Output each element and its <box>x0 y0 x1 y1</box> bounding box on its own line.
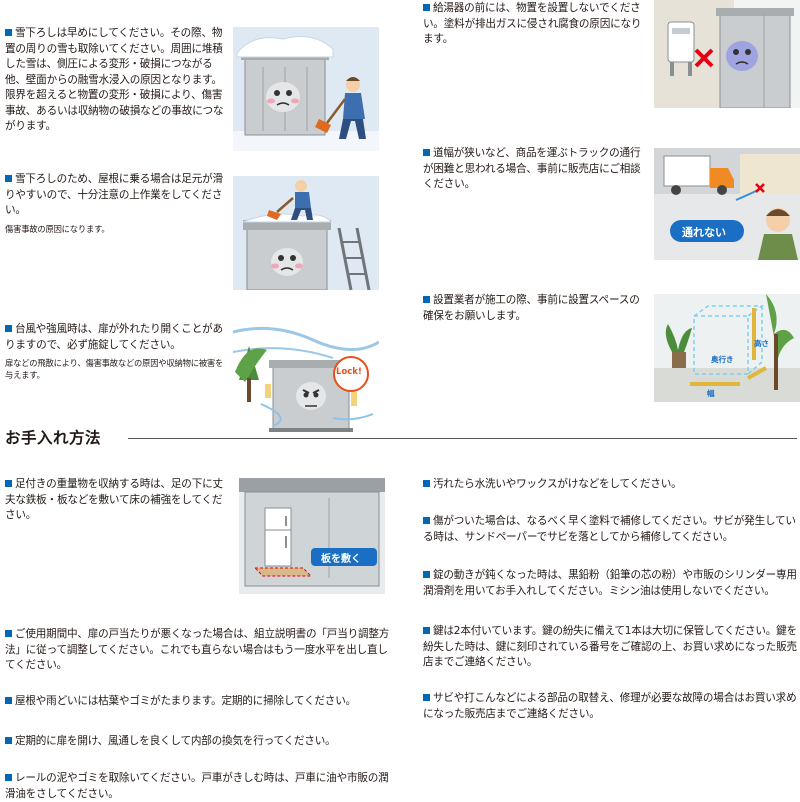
lock-label: Lock! <box>336 367 362 377</box>
bullet-icon <box>423 4 430 11</box>
bullet-icon <box>423 627 430 634</box>
care-text: 足付きの重量物を収納する時は、足の下に丈夫な鉄板・板などを敷いて床の補強をしてく… <box>5 478 223 521</box>
no-pass-label: 通れない <box>682 226 726 239</box>
floor-board-illustration: 板を敷く <box>239 478 385 594</box>
caution-text: 給湯器の前には、物置を設置しないでください。塗料が排出ガスに侵され腐食の原因にな… <box>423 2 642 45</box>
snow-removal-illustration <box>233 27 379 151</box>
caution-item-typhoon: 台風や強風時は、扉が外れたり開くことがありますので、必ず施錠してください。 扉な… <box>5 322 227 381</box>
caution-item-snow-removal: 雪下ろしは早めにしてください。その際、物置の周りの雪も取除いてください。周囲に堆… <box>5 26 227 135</box>
caution-text: 雪下ろしのため、屋根に乗る場合は足元が滑りやすいので、十分注意の上作業をしてくだ… <box>5 173 223 216</box>
height-label: 高さ <box>754 339 769 348</box>
bullet-icon <box>5 737 12 744</box>
care-item-washing: 汚れたら水洗いやワックスがけなどをしてください。 <box>423 477 798 493</box>
care-text: ご使用期間中、扉の戸当たりが悪くなった場合は、組立説明書の「戸当り調整方法」に従… <box>5 628 390 671</box>
bullet-icon <box>423 517 430 524</box>
caution-text: 台風や強風時は、扉が外れたり開くことがありますので、必ず施錠してください。 <box>5 323 223 351</box>
typhoon-lock-illustration: Lock! <box>233 322 379 438</box>
care-text: 傷がついた場合は、なるべく早く塗料で補修してください。サビが発生している時は、サ… <box>423 515 796 543</box>
care-text: 屋根や雨どいには枯葉やゴミがたまります。定期的に掃除してください。 <box>15 695 356 707</box>
caution-text: 道幅が狭いなど、商品を運ぶトラックの通行が困難と思われる場合、事前に販売店にご相… <box>423 147 641 190</box>
bullet-icon <box>5 697 12 704</box>
caution-text: 雪下ろしは早めにしてください。その際、物置の周りの雪も取除いてください。周囲に堆… <box>5 27 224 132</box>
caution-item-truck-access: 道幅が狭いなど、商品を運ぶトラックの通行が困難と思われる場合、事前に販売店にご相… <box>423 146 645 193</box>
installation-space-illustration: 高さ 奥行き 幅 <box>654 294 800 402</box>
care-item-parts-repair: サビや打こんなどによる部品の取替え、修理が必要な故障の場合はお買い求めになった販… <box>423 691 798 722</box>
bullet-icon <box>5 774 12 781</box>
bullet-icon <box>423 480 430 487</box>
care-text: 汚れたら水洗いやワックスがけなどをしてください。 <box>433 478 682 490</box>
bullet-icon <box>5 630 12 637</box>
caution-subtext: 扉などの飛散により、傷害事故などの原因や収納物に被害を与えます。 <box>5 358 224 380</box>
caution-item-roof-footing: 雪下ろしのため、屋根に乗る場合は足元が滑りやすいので、十分注意の上作業をしてくだ… <box>5 172 227 235</box>
section-title: お手入れ方法 <box>5 429 102 447</box>
caution-subtext: 傷害事故の原因になります。 <box>5 223 110 234</box>
truck-access-illustration: 通れない <box>654 148 800 260</box>
bullet-icon <box>423 296 430 303</box>
depth-label: 奥行き <box>711 355 734 364</box>
care-item-rail-cleaning: レールの泥やゴミを取除いてください。戸車がきしむ時は、戸車に油や市販の潤滑油をさ… <box>5 771 390 802</box>
care-item-ventilation: 定期的に扉を開け、風通しを良くして内部の換気を行ってください。 <box>5 734 390 750</box>
bullet-icon <box>5 175 12 182</box>
roof-work-illustration <box>233 176 379 290</box>
care-item-scratch-repair: 傷がついた場合は、なるべく早く塗料で補修してください。サビが発生している時は、サ… <box>423 514 798 545</box>
care-text: サビや打こんなどによる部品の取替え、修理が必要な故障の場合はお買い求めになった販… <box>423 692 797 720</box>
water-heater-illustration <box>654 0 800 108</box>
care-text: レールの泥やゴミを取除いてください。戸車がきしむ時は、戸車に油や市販の潤滑油をさ… <box>5 772 389 800</box>
section-divider <box>128 438 797 439</box>
caution-item-water-heater: 給湯器の前には、物置を設置しないでください。塗料が排出ガスに侵され腐食の原因にな… <box>423 1 645 48</box>
board-label: 板を敷く <box>321 554 361 565</box>
bullet-icon <box>423 694 430 701</box>
care-item-door-adjustment: ご使用期間中、扉の戸当たりが悪くなった場合は、組立説明書の「戸当り調整方法」に従… <box>5 627 390 674</box>
care-item-floor-reinforcement: 足付きの重量物を収納する時は、足の下に丈夫な鉄板・板などを敷いて床の補強をしてく… <box>5 477 227 524</box>
width-label: 幅 <box>707 389 715 398</box>
bullet-icon <box>423 149 430 156</box>
caution-item-installation-space: 設置業者が施工の際、事前に設置スペースの確保をお願いします。 <box>423 293 645 324</box>
caution-text: 設置業者が施工の際、事前に設置スペースの確保をお願いします。 <box>423 294 640 322</box>
care-text: 定期的に扉を開け、風通しを良くして内部の換気を行ってください。 <box>15 735 336 747</box>
bullet-icon <box>5 29 12 36</box>
care-text: 錠の動きが鈍くなった時は、黒鉛粉（鉛筆の芯の粉）や市販のシリンダー専用潤滑剤を用… <box>423 569 797 597</box>
care-text: 鍵は2本付いています。鍵の紛失に備えて1本は大切に保管してください。鍵を紛失した… <box>423 625 797 668</box>
bullet-icon <box>5 325 12 332</box>
care-item-lock-lubrication: 錠の動きが鈍くなった時は、黒鉛粉（鉛筆の芯の粉）や市販のシリンダー専用潤滑剤を用… <box>423 568 798 599</box>
care-item-keys: 鍵は2本付いています。鍵の紛失に備えて1本は大切に保管してください。鍵を紛失した… <box>423 624 798 671</box>
bullet-icon <box>5 480 12 487</box>
care-item-gutter-cleaning: 屋根や雨どいには枯葉やゴミがたまります。定期的に掃除してください。 <box>5 694 390 710</box>
bullet-icon <box>423 571 430 578</box>
